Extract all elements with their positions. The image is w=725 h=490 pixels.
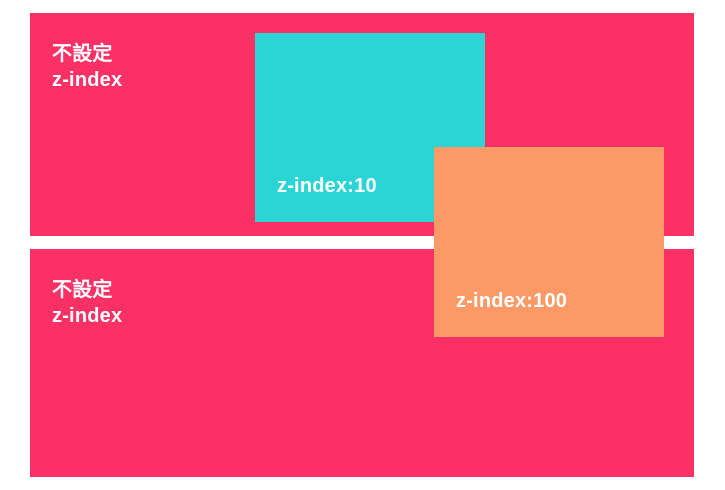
pink-block-bottom-label: 不設定 z-index	[52, 279, 123, 328]
orange-box-zindex-100: z-index:100	[434, 147, 664, 337]
orange-box-label: z-index:100	[456, 290, 568, 312]
cyan-box-label: z-index:10	[277, 175, 377, 197]
pink-block-top-label: 不設定 z-index	[52, 43, 123, 92]
